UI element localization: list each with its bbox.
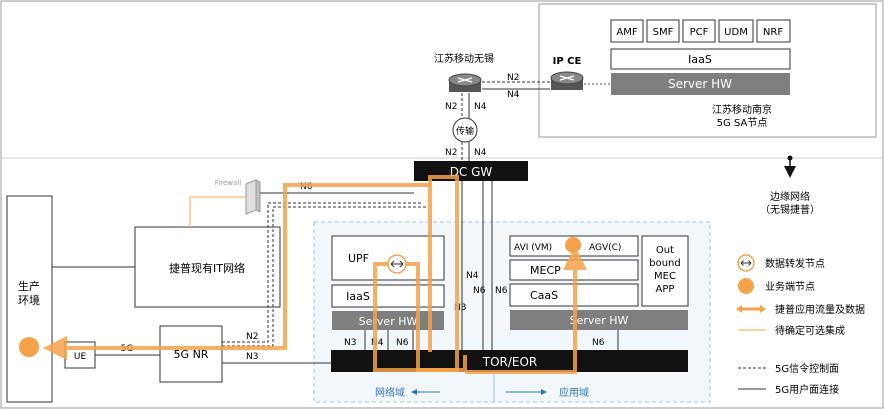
n6-label-right: N6	[592, 338, 605, 348]
traffic-flow-upf	[373, 262, 467, 372]
n6-label-left: N6	[396, 338, 409, 348]
legend-optional-label: 待确定可选集成	[775, 324, 845, 337]
nr-label: 5G NR	[174, 348, 209, 361]
firewall-label: Firewall	[215, 179, 241, 187]
ipce-label: IP CE	[553, 56, 582, 67]
nanjing-iaas: IaaS	[688, 53, 712, 66]
nr-box	[159, 325, 223, 383]
upf-box	[331, 235, 445, 281]
tor-label: TOR/EOR	[482, 355, 538, 369]
nf-smf-box	[646, 19, 680, 43]
caas-label: CaaS	[530, 289, 558, 302]
legend-user-label: 5G用户面连接	[775, 383, 839, 396]
legend-service-label: 业务端节点	[765, 280, 815, 293]
server-hw-right-label: Server HW	[570, 314, 629, 327]
legend: 数据转发节点 业务端节点 捷普应用流量及数据 待确定可选集成 5G信令控制面 5…	[736, 254, 865, 396]
nanjing-server-hw-box	[611, 73, 790, 95]
ue-label: UE	[74, 352, 87, 362]
production-env-box	[6, 195, 53, 403]
transport-node	[452, 117, 478, 143]
nf-pcf-box	[682, 19, 716, 43]
nanjing-server-hw: Server HW	[668, 77, 732, 91]
avi-label: AVI (VM)	[514, 243, 552, 253]
n6-label-dcgw-a: N6	[473, 286, 486, 296]
nf-udm-box	[718, 19, 754, 43]
nanjing-site-label-2: 5G SA节点	[717, 117, 768, 129]
optional-jabil-firewall	[189, 196, 246, 227]
nf-amf: AMF	[616, 27, 637, 38]
n2-label-router: N2	[445, 102, 457, 112]
n4-label-transport: N4	[474, 148, 487, 158]
network-domain-label: 网络域	[375, 386, 405, 399]
n4-label-left: N4	[371, 338, 384, 348]
traffic-flow-to-production	[43, 183, 430, 360]
production-label-2: 环境	[18, 293, 40, 307]
edge-arrow-dot	[787, 155, 793, 161]
edge-label-2: （无锡捷普）	[760, 203, 820, 216]
legend-ctrl-label: 5G信令控制面	[775, 362, 839, 375]
tor-box	[331, 350, 688, 372]
n2-label-top: N2	[507, 73, 519, 83]
n2-label-nr: N2	[246, 332, 258, 342]
outbound-label-3: MEC	[654, 271, 676, 282]
server-hw-right-box	[510, 310, 688, 330]
nf-nrf: NRF	[763, 27, 783, 38]
nr-dcgw-n2	[222, 202, 421, 343]
outbound-app-box	[641, 235, 689, 307]
firewall-icon	[245, 179, 261, 215]
app-service-node	[565, 237, 581, 253]
forward-arrows-icon	[390, 260, 404, 268]
server-hw-left-label: Server HW	[359, 315, 418, 328]
edge-label-1: 边缘网络	[770, 190, 810, 203]
nf-udm: UDM	[724, 27, 748, 38]
mecp-label: MECP	[530, 264, 561, 277]
n4-label-top: N4	[507, 90, 520, 100]
dcgw-label: DC GW	[450, 165, 493, 179]
outbound-label-2: bound	[649, 258, 681, 269]
nf-boxes: AMF SMF PCF UDM NRF	[610, 19, 791, 43]
jabil-it-box	[134, 226, 281, 308]
wuxi-router-label: 江苏移动无锡	[434, 52, 494, 65]
iaas-left-label: IaaS	[346, 290, 370, 303]
production-label-1: 生产	[18, 279, 40, 293]
legend-forward-label: 数据转发节点	[765, 257, 825, 270]
n3-label-mid: N3	[454, 303, 466, 313]
jabil-it-label: 捷普现有IT网络	[169, 261, 245, 275]
n2-label-transport: N2	[445, 148, 457, 158]
outbound-label-4: APP	[656, 284, 675, 295]
legend-flow-label: 捷普应用流量及数据	[775, 303, 865, 316]
upf-label: UPF	[348, 252, 369, 265]
nf-smf: SMF	[653, 27, 674, 38]
nanjing-iaas-box	[610, 48, 791, 70]
n3-label-left: N3	[344, 338, 356, 348]
outbound-label-1: Out	[656, 245, 674, 256]
transport-label: 传输	[456, 125, 474, 137]
legend-service-icon	[738, 278, 754, 294]
nf-nrf-box	[756, 19, 791, 43]
n6-label-dcgw-b: N6	[495, 286, 508, 296]
nanjing-site-label-1: 江苏移动南京	[712, 103, 772, 116]
ipce-router-icon	[550, 71, 584, 90]
production-service-node	[19, 337, 39, 357]
nf-amf-box	[610, 19, 644, 43]
nf-pcf: PCF	[690, 27, 709, 38]
app-domain-label: 应用域	[559, 386, 589, 399]
wuxi-router-icon	[448, 73, 482, 92]
n4-label-router: N4	[474, 102, 487, 112]
agv-label: AGV(C)	[589, 243, 621, 253]
n4-label-dcgw: N4	[466, 271, 479, 281]
n3-label-nr: N3	[246, 352, 258, 362]
traffic-flow-to-app	[465, 246, 587, 374]
